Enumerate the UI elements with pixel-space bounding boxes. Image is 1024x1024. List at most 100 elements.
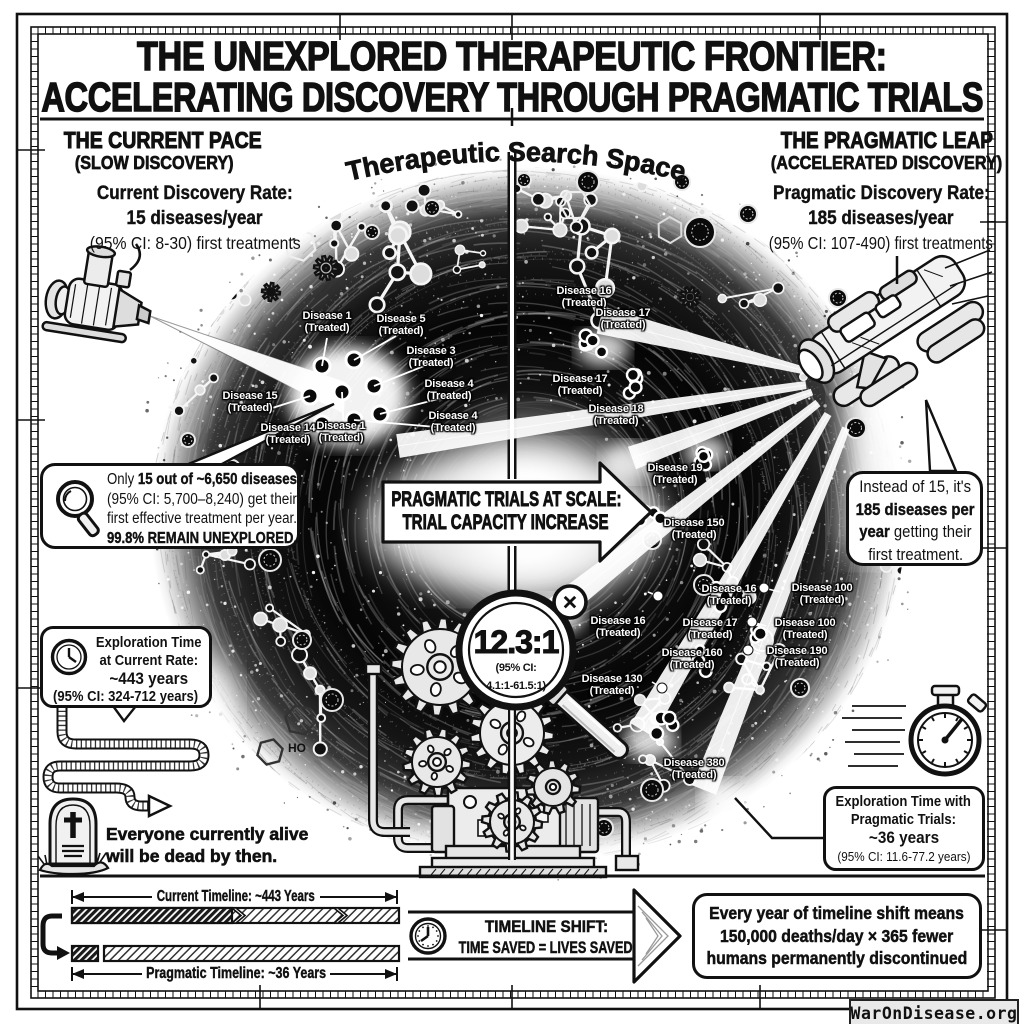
disease-label-name: Disease 15 xyxy=(222,390,278,402)
frame-ruler-ticks xyxy=(17,14,1007,1009)
left-callout-line4: 99.8% REMAIN UNEXPLORED. xyxy=(107,529,298,547)
right-callout-tail xyxy=(924,399,958,473)
left-rate-title: Current Discovery Rate: xyxy=(97,183,293,204)
treated-cluster-left xyxy=(265,335,449,441)
right-callout-box: Instead of 15, it's 185 diseases per yea… xyxy=(846,471,983,566)
left-rate-value: 15 diseases/year xyxy=(127,208,263,229)
disease-label: Disease 380(Treated) xyxy=(664,757,725,781)
disease-label-name: Disease 17 xyxy=(595,307,651,319)
disease-label-status: (Treated) xyxy=(561,297,607,309)
impact-box: Every year of timeline shift means 150,0… xyxy=(692,893,982,979)
left-callout-line1: Only 15 out of ~6,650 diseases xyxy=(107,471,297,488)
disease-label-status: (Treated) xyxy=(687,629,733,641)
right-callout-line1: Instead of 15, it's xyxy=(859,478,972,496)
left-outcome-box: Exploration Time at Current Rate: ~443 y… xyxy=(40,626,212,708)
ratio-ci-line1: (95% CI: xyxy=(495,662,537,674)
tombstone-text: Everyone currently alive will be dead by… xyxy=(106,823,376,867)
left-rate-block: Current Discovery Rate: 15 diseases/year… xyxy=(58,181,332,255)
disease-label-status: (Treated) xyxy=(671,769,717,781)
floating-gears xyxy=(260,254,702,309)
pragmatic-rocket xyxy=(396,249,993,816)
left-outcome-line4: (95% CI: 324-712 years) xyxy=(53,689,199,705)
left-callout-box: Only 15 out of ~6,650 diseases (95% CI: … xyxy=(40,463,300,549)
impact-line2: 150,000 deaths/day × 365 fewer xyxy=(720,925,954,946)
right-rate-value: 185 diseases/year xyxy=(808,208,954,229)
right-outcome-line4: (95% CI: 11.6-77.2 years) xyxy=(836,849,971,864)
disease-label-name: Disease 190 xyxy=(766,645,828,657)
left-outcome-text: Exploration Time at Current Rate: ~443 y… xyxy=(79,634,219,689)
left-outcome-line2: at Current Rate: xyxy=(99,653,199,669)
right-subheading: (ACCELERATED DISCOVERY) xyxy=(770,153,1003,174)
stopwatch-ticks xyxy=(919,714,971,766)
magnifier-icon xyxy=(56,480,100,538)
clock-icon xyxy=(50,638,88,676)
disease-label-name: Disease 18 xyxy=(588,403,644,415)
site-badge: WarOnDisease.org xyxy=(849,999,1019,1024)
right-callout-line4: first treatment. xyxy=(868,545,963,564)
shift-line2: TIME SAVED = LIVES SAVED xyxy=(459,938,633,958)
impact-text: Every year of timeline shift means 150,0… xyxy=(682,902,992,970)
stopwatch-icon xyxy=(842,684,988,777)
disease-label-status: (Treated) xyxy=(430,422,476,434)
disease-label: Disease 1(Treated) xyxy=(303,310,352,334)
impact-line1: Every year of timeline shift means xyxy=(709,903,965,923)
timeline-bars xyxy=(40,890,401,981)
disease-label: Disease 150(Treated) xyxy=(664,517,725,541)
left-rate-ci: (95% CI: 8-30) first treatments xyxy=(89,233,301,253)
left-subheading: (SLOW DISCOVERY) xyxy=(74,153,234,174)
disease-label: Disease 16(Treated) xyxy=(702,583,757,607)
disease-label-status: (Treated) xyxy=(318,432,364,444)
disease-label-name: Disease 5 xyxy=(376,313,426,325)
disease-label-name: Disease 150 xyxy=(663,517,725,529)
left-callout-text: Only 15 out of ~6,650 diseases (95% CI: … xyxy=(107,470,301,548)
pragmatic-timeline-label: Pragmatic Timeline: ~36 Years xyxy=(111,965,361,983)
clock-tick-dots xyxy=(417,925,439,947)
ho-molecule-label: HO xyxy=(288,741,306,755)
disease-label: Disease 14(Treated) xyxy=(261,422,316,446)
disease-label-name: Disease 100 xyxy=(774,617,836,629)
disease-label-name: Disease 380 xyxy=(663,757,725,769)
disease-label-name: Disease 4 xyxy=(424,378,474,390)
disease-label: Disease 16(Treated) xyxy=(591,615,646,639)
tombstone xyxy=(37,797,110,876)
disease-label-name: Disease 130 xyxy=(581,673,643,685)
label-leader-lines xyxy=(647,582,781,694)
right-section-header: THE PRAGMATIC LEAP (ACCELERATED DISCOVER… xyxy=(758,127,1003,174)
disease-label-name: Disease 3 xyxy=(406,345,456,357)
x-badge-circle xyxy=(552,584,588,620)
disease-label-status: (Treated) xyxy=(774,657,820,669)
tombstone-line2: will be dead by then. xyxy=(106,846,278,867)
disease-label-name: Disease 17 xyxy=(682,617,738,629)
disease-label: Disease 17(Treated) xyxy=(683,617,738,641)
current-timeline-label: Current Timeline: ~443 Years xyxy=(116,888,356,906)
disease-label-status: (Treated) xyxy=(593,415,639,427)
disease-label: Disease 160(Treated) xyxy=(662,647,723,671)
disease-label-name: Disease 100 xyxy=(791,582,853,594)
disease-label-status: (Treated) xyxy=(799,594,845,606)
capacity-arrow-text: PRAGMATIC TRIALS AT SCALE: TRIAL CAPACIT… xyxy=(326,488,686,535)
disease-label-status: (Treated) xyxy=(408,357,454,369)
right-callout-line3: year getting their xyxy=(859,523,972,541)
right-outcome-box: Exploration Time with Pragmatic Trials: … xyxy=(823,786,985,871)
disease-label: Disease 4(Treated) xyxy=(429,410,478,434)
disease-label: Disease 3(Treated) xyxy=(407,345,456,369)
timeline-shift-arrow xyxy=(408,888,682,984)
page-title: THE UNEXPLORED THERAPEUTIC FRONTIER: ACC… xyxy=(0,35,1024,119)
disease-label: Disease 100(Treated) xyxy=(775,617,836,641)
disease-label: Disease 18(Treated) xyxy=(589,403,644,427)
right-outcome-line2: Pragmatic Trials: xyxy=(850,812,957,828)
pragmatic-timeline-text: Pragmatic Timeline: ~36 Years xyxy=(145,965,327,982)
left-outcome-line4-wrap: (95% CI: 324-712 years) xyxy=(35,688,217,706)
disease-label-status: (Treated) xyxy=(595,627,641,639)
right-heading: THE PRAGMATIC LEAP xyxy=(780,127,993,153)
disease-label-status: (Treated) xyxy=(227,402,273,414)
disease-label-name: Disease 14 xyxy=(260,422,316,434)
left-heading: THE CURRENT PACE xyxy=(63,127,262,153)
left-outcome-line3: ~443 years xyxy=(109,669,189,688)
right-outcome-line3: ~36 years xyxy=(868,828,939,847)
shift-line1: TIMELINE SHIFT: xyxy=(484,917,608,937)
disease-label-name: Disease 4 xyxy=(428,410,478,422)
right-rate-ci: (95% CI: 107-490) first treatments xyxy=(768,233,994,253)
disease-label-status: (Treated) xyxy=(652,474,698,486)
